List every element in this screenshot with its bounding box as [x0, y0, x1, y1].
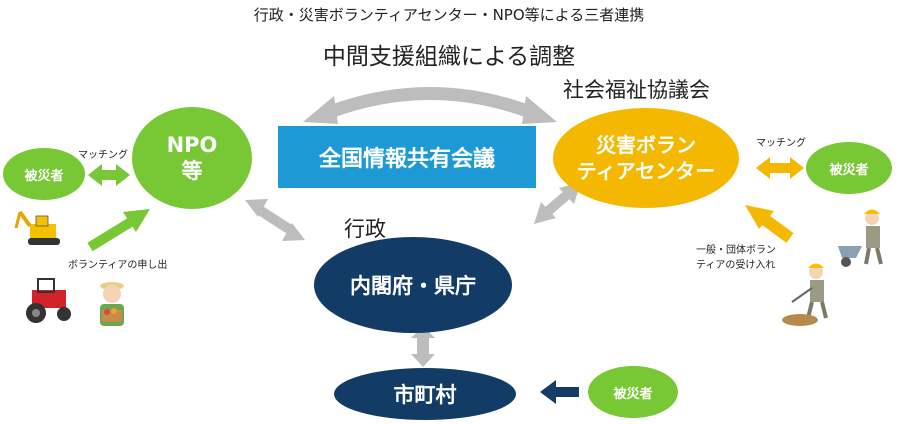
municipality-node: 市町村: [334, 368, 516, 420]
matching-left-label: マッチング: [78, 150, 128, 161]
cabinet-prefecture-node: 内閣府・県庁: [314, 237, 512, 333]
national-council-label: 全国情報共有会議: [318, 147, 495, 172]
npo-node: NPO 等: [132, 107, 252, 209]
victim-report-arrow: [540, 380, 579, 404]
victim-bottom-label: 被災者: [613, 386, 653, 402]
excavator-icon: [14, 210, 60, 245]
farmer-icon: [100, 282, 124, 326]
npo-gov-arrow: [245, 199, 305, 241]
shovel-worker-icon: [782, 263, 828, 326]
victim-right-label: 被災者: [829, 162, 869, 178]
victim-node-right: 被災者: [806, 142, 892, 194]
coordination-arrow: [303, 87, 557, 124]
general-volunteer-line2: ティアの受け入れ: [696, 259, 776, 271]
gyosei-label: 行政: [344, 217, 386, 241]
wheelbarrow-worker-icon: [838, 209, 883, 267]
matching-left-arrow: [88, 164, 130, 186]
diagram-subtitle: 行政・災害ボランティアセンター・NPO等による三者連携: [253, 6, 645, 24]
disaster-center-label-line2: ティアセンター: [576, 159, 716, 183]
diagram-title: 中間支援組織による調整: [322, 44, 576, 70]
victim-left-label: 被災者: [24, 168, 64, 184]
cabinet-prefecture-label: 内閣府・県庁: [350, 274, 476, 298]
npo-label-line1: NPO: [166, 132, 218, 157]
volunteer-offer-arrow: [87, 209, 150, 252]
general-volunteer-line1: 一般・団体ボラン: [696, 245, 776, 256]
volunteer-accept-arrow: [745, 205, 794, 243]
general-volunteer-label: 一般・団体ボラン ティアの受け入れ: [696, 244, 776, 273]
volunteer-offer-label: ボランティアの申し出: [68, 260, 168, 271]
municipality-label: 市町村: [393, 383, 457, 407]
shakyo-label: 社会福祉協議会: [563, 78, 710, 102]
victim-node-left: 被災者: [3, 148, 85, 200]
victim-node-bottom: 被災者: [588, 366, 678, 418]
npo-label-line2: 等: [181, 159, 203, 183]
disaster-center-label-line1: 災害ボラン: [596, 133, 696, 157]
disaster-volunteer-center-node: 災害ボラン ティアセンター: [553, 108, 739, 208]
tractor-icon: [26, 278, 71, 323]
matching-right-arrow: [756, 157, 804, 179]
matching-right-label: マッチング: [756, 138, 806, 149]
national-council-box: 全国情報共有会議: [278, 126, 536, 188]
